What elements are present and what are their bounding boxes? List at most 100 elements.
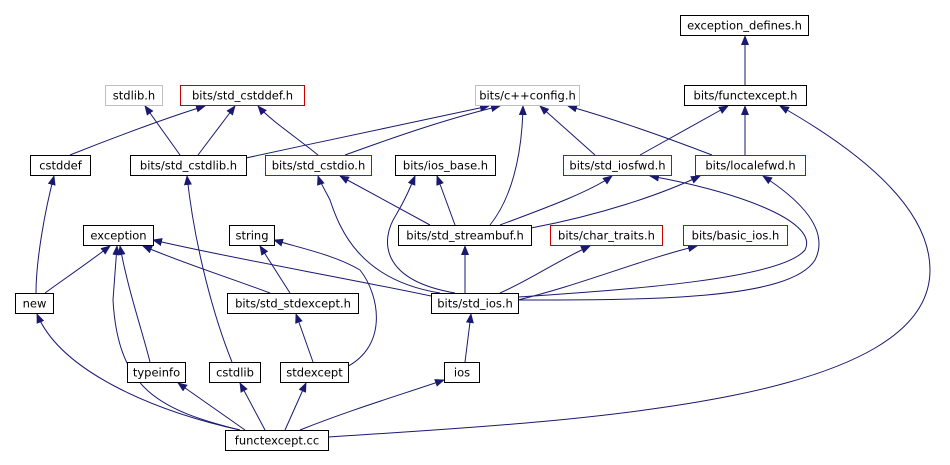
node-label: bits/std_stdexcept.h [235,297,351,311]
edge-bits-std-cstdlib-h-to-bits-cppconfig-h [245,103,490,159]
edge-stdexcept-to-bits-std-stdexcept-h [295,313,314,363]
nodes-layer: exception_defines.h stdlib.h bits/std_cstd… [15,15,809,451]
node-label: cstddef [39,159,82,173]
node-label: bits/localefwd.h [705,159,795,173]
node-box [225,430,329,451]
node-label: cstdlib [216,366,254,380]
edge-bits-std-stdexcept-h-to-string [259,245,291,294]
edge-bits-localefwd-h-to-bits-cppconfig-h [567,104,713,156]
node-box [83,225,154,246]
edge-stdexcept-to-string [273,238,377,371]
node-label: exception_defines.h [687,19,802,33]
node-label: new [23,297,47,311]
edge-bits-std-streambuf-h-to-bits-localefwd-h [530,175,701,229]
edge-bits-std-iosfwd-h-to-bits-cppconfig-h [539,105,596,156]
node-label: typeinfo [133,366,180,380]
node-label: bits/std_streambuf.h [406,229,523,243]
node-box [280,362,349,383]
node-box [684,85,807,106]
node-box [265,155,372,176]
node-bits-std-ios-h[interactable]: bits/std_ios.h [431,293,519,314]
edge-new-to-cstddef [35,175,56,294]
node-box [550,225,663,246]
node-exception[interactable]: exception [83,225,154,246]
node-bits-ios-base-h[interactable]: bits/ios_base.h [395,155,496,176]
node-bits-std-stdexcept-h[interactable]: bits/std_stdexcept.h [227,293,359,314]
edge-bits-std-ios-h-to-bits-basic-ios-h [517,244,698,301]
edge-functexcept-cc-to-ios [299,379,445,431]
node-label: ios [454,366,470,380]
edge-bits-std-streambuf-h-to-bits-std-cstdio-h [339,175,431,226]
node-box [475,85,580,106]
edge-functexcept-cc-to-stdexcept [284,382,307,431]
node-typeinfo[interactable]: typeinfo [127,362,186,383]
node-bits-std-streambuf-h[interactable]: bits/std_streambuf.h [398,225,532,246]
node-bits-std-cstddef-h[interactable]: bits/std_cstddef.h [180,85,305,106]
node-box [431,293,519,314]
edge-bits-std-iosfwd-h-to-bits-functexcept-h [639,105,729,156]
node-bits-std-cstdio-h[interactable]: bits/std_cstdio.h [265,155,372,176]
node-label: bits/functexcept.h [694,89,798,103]
node-exception-defines-h[interactable]: exception_defines.h [680,15,809,36]
node-label: string [235,229,268,243]
edges-layer [35,35,931,438]
edge-bits-std-cstdio-h-to-bits-cppconfig-h [344,104,501,156]
node-label: bits/char_traits.h [558,229,655,243]
node-bits-localefwd-h[interactable]: bits/localefwd.h [695,155,806,176]
node-label: bits/std_cstdio.h [272,159,366,173]
edge-bits-std-cstdio-h-to-bits-std-cstddef-h [257,105,319,156]
node-functexcept-cc[interactable]: functexcept.cc [225,430,329,451]
edge-bits-std-ios-h-to-bits-localefwd-h [517,175,820,301]
node-cstdlib[interactable]: cstdlib [209,362,261,383]
edge-bits-std-stdexcept-h-to-exception [142,245,271,294]
node-stdlib-h[interactable]: stdlib.h [105,85,163,106]
node-box [130,155,247,176]
edge-bits-std-ios-h-to-bits-char-traits-h [499,245,591,294]
edge-bits-std-ios-h-to-exception [152,238,432,297]
node-box [563,155,672,176]
node-box [227,293,359,314]
node-box [15,293,54,314]
node-label: bits/std_cstddef.h [192,89,293,103]
node-bits-char-traits-h[interactable]: bits/char_traits.h [550,225,663,246]
node-box [127,362,186,383]
edge-ios-to-bits-std-ios-h [464,313,474,363]
node-label: bits/std_cstdlib.h [140,159,237,173]
edge-functexcept-cc-to-cstdlib [239,382,266,431]
node-label: stdlib.h [113,89,155,103]
edge-functexcept-cc-to-exception [112,245,241,431]
node-label: bits/ios_base.h [403,159,488,173]
edge-bits-std-streambuf-h-to-bits-std-iosfwd-h [499,175,613,226]
node-box [680,15,809,36]
node-label: bits/c++config.h [479,89,576,103]
node-label: bits/std_ios.h [437,297,513,311]
node-bits-cppconfig-h[interactable]: bits/c++config.h [475,85,580,106]
node-box [444,362,480,383]
node-ios[interactable]: ios [444,362,480,383]
node-box [683,225,788,246]
node-box [209,362,261,383]
edge-bits-std-streambuf-h-to-bits-cppconfig-h [489,105,527,226]
node-label: bits/std_iosfwd.h [569,159,665,173]
node-stdexcept[interactable]: stdexcept [280,362,349,383]
node-label: stdexcept [286,366,343,380]
node-box [695,155,806,176]
node-bits-std-cstdlib-h[interactable]: bits/std_cstdlib.h [130,155,247,176]
node-bits-functexcept-h[interactable]: bits/functexcept.h [684,85,807,106]
node-bits-basic-ios-h[interactable]: bits/basic_ios.h [683,225,788,246]
edge-new-to-exception [44,245,111,294]
edge-functexcept-cc-to-bits-functexcept-h [327,105,931,438]
node-bits-std-iosfwd-h[interactable]: bits/std_iosfwd.h [563,155,672,176]
node-box [180,85,305,106]
node-cstddef[interactable]: cstddef [30,155,91,176]
node-label: exception [90,229,146,243]
node-new[interactable]: new [15,293,54,314]
node-box [229,225,275,246]
node-string[interactable]: string [229,225,275,246]
edge-bits-std-ios-h-to-bits-ios-base-h [386,175,456,294]
edge-bits-std-cstdlib-h-to-bits-std-cstddef-h [197,105,236,156]
edge-typeinfo-to-exception [117,245,151,363]
edge-bits-std-cstdlib-h-to-stdlib-h [144,105,181,156]
node-box [30,155,91,176]
